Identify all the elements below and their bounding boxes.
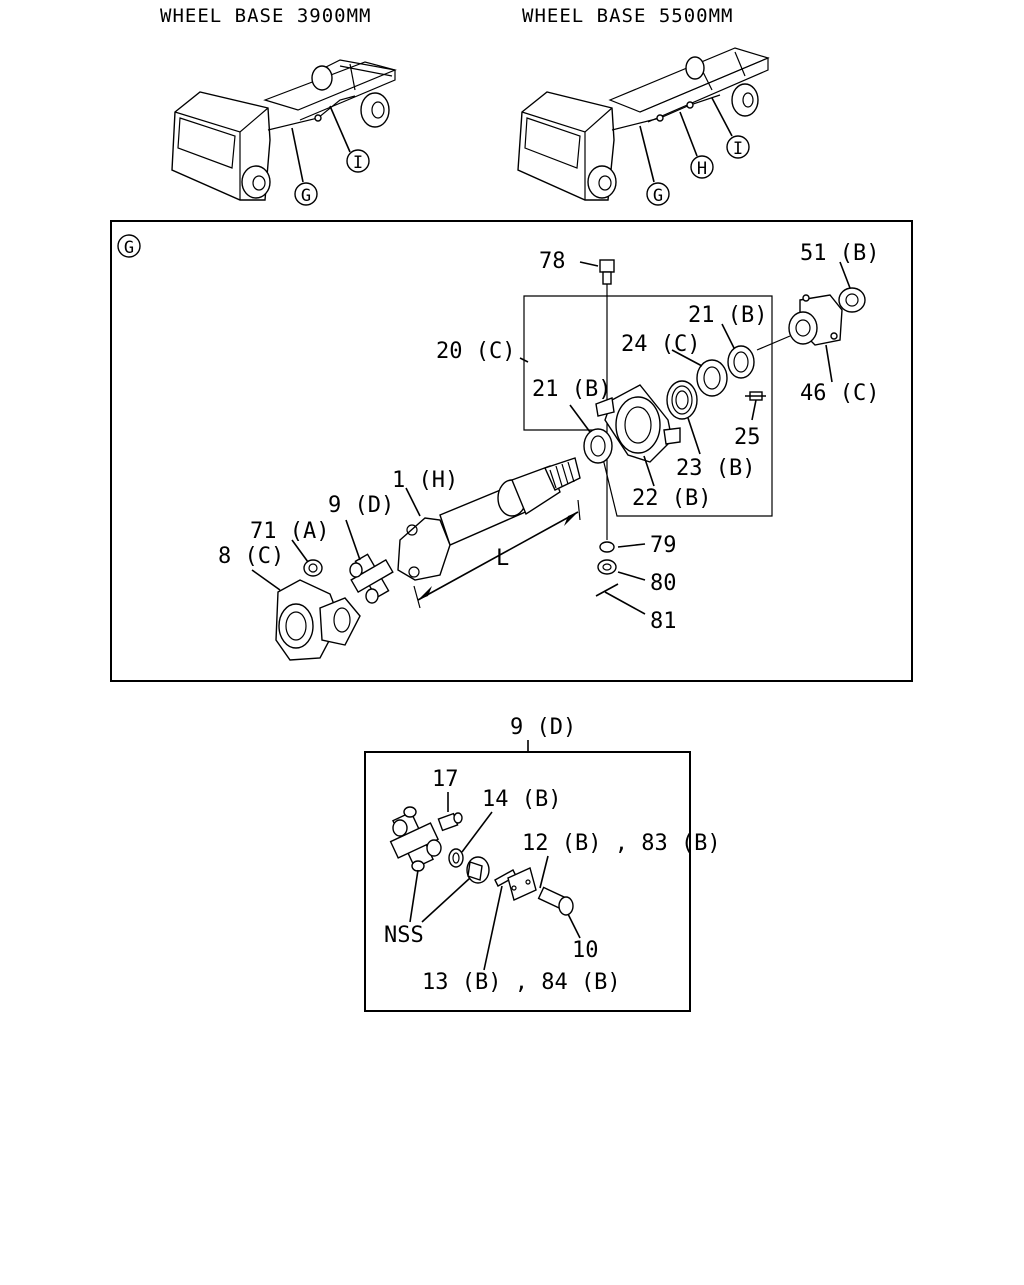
detail-spider-cross — [389, 806, 442, 872]
detail-title-9d: 9 (D) — [510, 715, 576, 740]
label-51b: 51 (B) — [800, 241, 879, 266]
label-detail-12b-83b: 12 (B) , 83 (B) — [522, 831, 721, 856]
part-78-bolt — [579, 259, 615, 285]
detail-panel-9d — [364, 751, 691, 1012]
part-81-cotter-pin — [595, 583, 646, 615]
detail-14b-seal — [448, 811, 493, 868]
label-detail-13b-84b: 13 (B) , 84 (B) — [422, 970, 621, 995]
label-21b-top: 21 (B) — [688, 303, 767, 328]
part-8c-flange-yoke — [251, 569, 361, 661]
truck-3900-illustration: G I — [171, 59, 397, 206]
header-wheelbase-3900: WHEEL BASE 3900MM — [160, 5, 371, 27]
truck-5500-callout-i: I — [733, 139, 743, 159]
label-79: 79 — [650, 533, 677, 558]
part-51b-nut — [838, 261, 866, 313]
truck-5500-illustration: G H I — [517, 47, 770, 206]
part-79-washer — [599, 541, 646, 553]
part-9d-universal-joint — [345, 519, 394, 604]
truck-3900-callout-g: G — [301, 186, 311, 206]
part-80-nut — [597, 559, 646, 581]
part-25-grease-nipple — [745, 391, 766, 421]
label-detail-14b: 14 (B) — [482, 787, 561, 812]
label-80: 80 — [650, 571, 677, 596]
label-22b: 22 (B) — [632, 486, 711, 511]
label-24c: 24 (C) — [621, 332, 700, 357]
label-23b: 23 (B) — [676, 456, 755, 481]
label-1h: 1 (H) — [392, 468, 458, 493]
label-8c: 8 (C) — [218, 544, 284, 569]
label-detail-nss: NSS — [384, 923, 424, 948]
label-9d: 9 (D) — [328, 493, 394, 518]
label-25: 25 — [734, 425, 761, 450]
label-46c: 46 (C) — [800, 381, 879, 406]
part-46c-flange — [788, 294, 843, 383]
part-22b-bearing-housing — [595, 384, 681, 487]
label-detail-10: 10 — [572, 938, 599, 963]
label-78: 78 — [539, 249, 566, 274]
part-21b-mid-seal — [569, 404, 613, 464]
truck-5500-callout-g: G — [653, 186, 663, 206]
main-assembly-panel — [110, 220, 913, 682]
label-detail-17: 17 — [432, 767, 459, 792]
part-23b-bearing — [666, 380, 701, 455]
center-bearing-group-outline — [523, 295, 773, 517]
detail-bearing-cup — [466, 856, 490, 884]
part-1h-propeller-shaft — [397, 457, 581, 581]
label-81: 81 — [650, 609, 677, 634]
truck-5500-callout-h: H — [697, 159, 707, 179]
label-length-l: L — [496, 546, 509, 571]
part-21b-top-seal — [721, 323, 755, 379]
header-wheelbase-5500: WHEEL BASE 5500MM — [522, 5, 733, 27]
label-71a: 71 (A) — [250, 519, 329, 544]
detail-10-bolt — [537, 886, 581, 939]
detail-13b-plates — [483, 867, 537, 971]
section-letter-circle — [117, 234, 141, 258]
label-20c: 20 (C) — [436, 339, 515, 364]
dimension-l — [413, 499, 581, 609]
truck-3900-callout-i: I — [353, 153, 363, 173]
label-21b-mid: 21 (B) — [532, 377, 611, 402]
part-24c-collar — [671, 349, 728, 397]
part-71a-nut — [291, 539, 323, 577]
section-letter: G — [124, 238, 134, 258]
detail-17-grease-nipple — [437, 792, 463, 832]
